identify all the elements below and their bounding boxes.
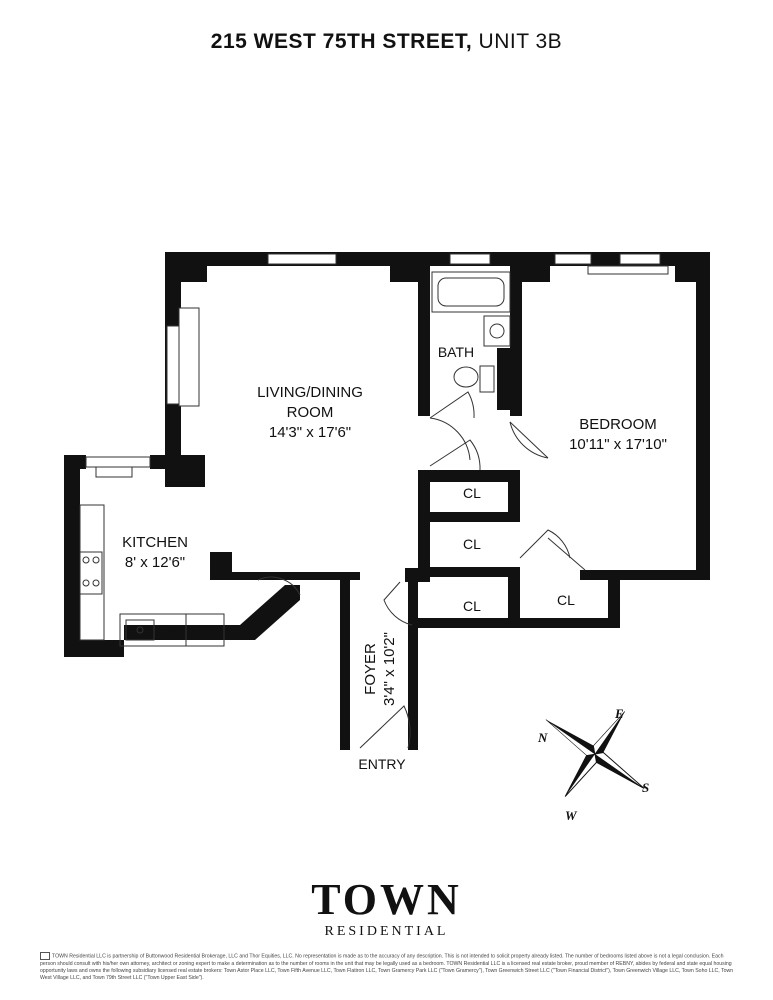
equal-housing-icon [40,952,50,960]
kitchen-label: KITCHEN 8' x 12'6" [100,533,210,573]
compass-w: W [565,808,578,823]
closet-label-1: CL [463,485,481,501]
page-title: 215 WEST 75TH STREET, UNIT 3B [0,30,773,54]
bath-fixtures [431,271,511,393]
closet-label-3: CL [463,598,481,614]
foyer-dims: 3'4" x 10'2" [381,632,398,706]
compass-n: N [537,730,548,745]
closet-label-4: CL [557,592,575,608]
bedroom-dims: 10'11" x 17'10" [569,436,667,453]
unit-text: UNIT 3B [478,30,563,53]
foyer-label: FOYER 3'4" x 10'2" [340,610,420,710]
living-room-dims: 14'3" x 17'6" [268,424,352,441]
windows [85,253,669,478]
foyer-name: FOYER [362,643,379,695]
living-room-name-1: LIVING/DINING [257,384,363,401]
brand-logo: TOWN RESIDENTIAL [0,878,773,940]
living-room-label: LIVING/DINING ROOM 14'3" x 17'6" [240,383,380,443]
bedroom-name: BEDROOM [579,416,657,433]
address-text: 215 WEST 75TH STREET, [210,30,473,53]
kitchen-fixtures [79,504,225,647]
disclaimer: TOWN Residential LLC is partnership of B… [40,952,740,982]
bedroom-label: BEDROOM 10'11" x 17'10" [548,415,688,455]
brand-name: TOWN [311,875,462,924]
closet-label-2: CL [463,536,481,552]
dishwasher-label: DW [159,622,183,638]
compass-e: E [614,706,624,721]
kitchen-dims: 8' x 12'6" [124,554,186,571]
door-swings [257,391,586,749]
kitchen-name: KITCHEN [122,534,188,551]
brand-sub: RESIDENTIAL [324,924,449,939]
compass-letters: N E S W [537,706,649,823]
bath-label: BATH [437,344,475,360]
disclaimer-text: TOWN Residential LLC is partnership of B… [40,953,734,981]
compass-rose [545,711,645,797]
compass-s: S [642,780,649,795]
living-room-name-2: ROOM [286,404,334,421]
entry-label: ENTRY [358,756,406,772]
refrigerator-label: REF [191,622,219,638]
